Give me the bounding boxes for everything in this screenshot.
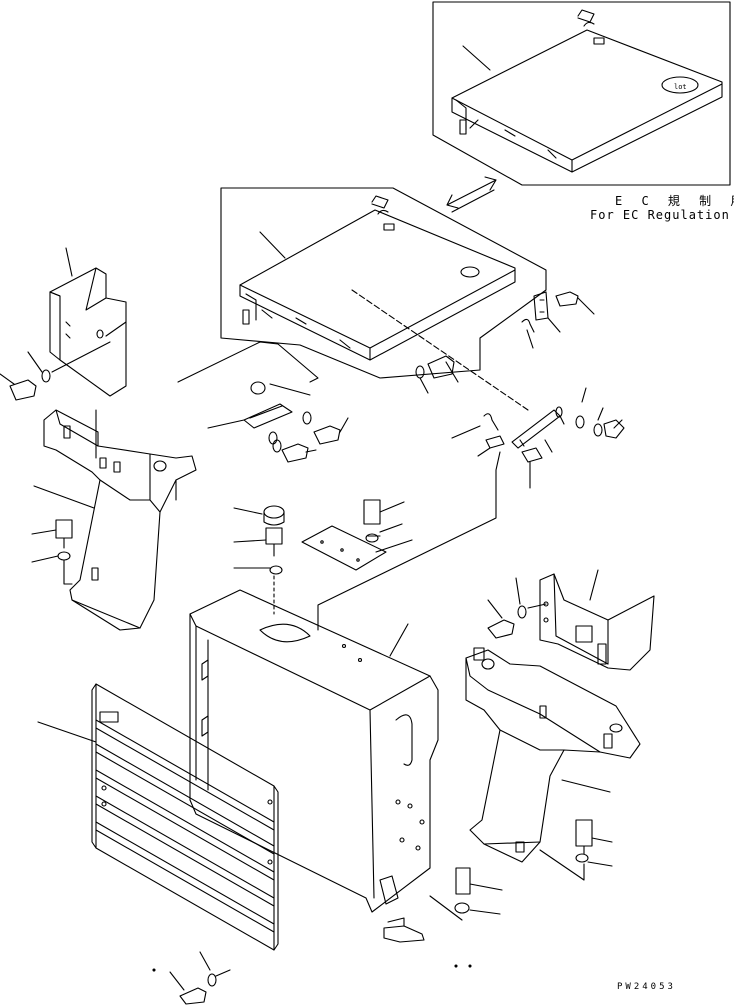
ec-cover-plate: lot xyxy=(452,10,722,172)
right-bracket-leader xyxy=(590,570,598,600)
standard-cover-plate xyxy=(240,196,515,360)
support-column-leader xyxy=(34,486,94,508)
left-column-bolt xyxy=(32,520,72,584)
ec-regulation-label-english: For EC Regulation xyxy=(590,208,730,222)
box-bottom-bolt xyxy=(430,868,502,920)
plate-bolt xyxy=(364,500,404,542)
box-top-bolt xyxy=(234,528,282,574)
front-grille xyxy=(92,684,278,950)
right-column-bolt xyxy=(540,820,612,880)
ec-regulation-label-japanese: E C 規 制 用 xyxy=(615,194,734,208)
dot-marker xyxy=(153,969,155,971)
bottom-bracket xyxy=(384,918,424,942)
dot-marker xyxy=(455,965,457,967)
ec-inset-leader xyxy=(463,46,490,70)
cover-latch xyxy=(534,292,548,320)
standard-inset-frame xyxy=(221,188,546,378)
exchange-arrow-icon xyxy=(447,177,496,212)
svg-text:lot: lot xyxy=(674,83,687,91)
latch-pin xyxy=(522,319,534,332)
grille-leader xyxy=(38,722,96,742)
dashed-center-line xyxy=(352,290,528,410)
left-support-column xyxy=(44,410,196,630)
cover-bolt xyxy=(416,356,458,382)
rubber-cap xyxy=(234,506,284,525)
drawing-number: PW24053 xyxy=(617,982,676,992)
gas-spring xyxy=(318,388,624,630)
washer-leader xyxy=(420,378,428,393)
right-column-leader xyxy=(562,780,610,792)
left-upper-bracket xyxy=(50,268,126,396)
latch-bolt xyxy=(556,292,594,314)
upper-bracket-leader xyxy=(66,248,72,276)
pin-leader xyxy=(527,330,533,348)
dot-marker xyxy=(469,965,471,967)
radiator-box xyxy=(190,590,438,912)
standard-cover-leader xyxy=(260,232,285,258)
cover-plate-small xyxy=(302,526,412,570)
right-bracket-bolt xyxy=(488,578,546,638)
latch-leader xyxy=(548,318,560,332)
left-bracket-bolt xyxy=(0,342,110,400)
cover-hinge xyxy=(178,342,348,462)
right-upper-bracket xyxy=(540,574,654,670)
right-support-column xyxy=(466,648,640,862)
ec-inset-frame xyxy=(433,2,730,185)
grille-bolt xyxy=(170,952,230,1004)
radiator-box-leader xyxy=(390,624,408,656)
